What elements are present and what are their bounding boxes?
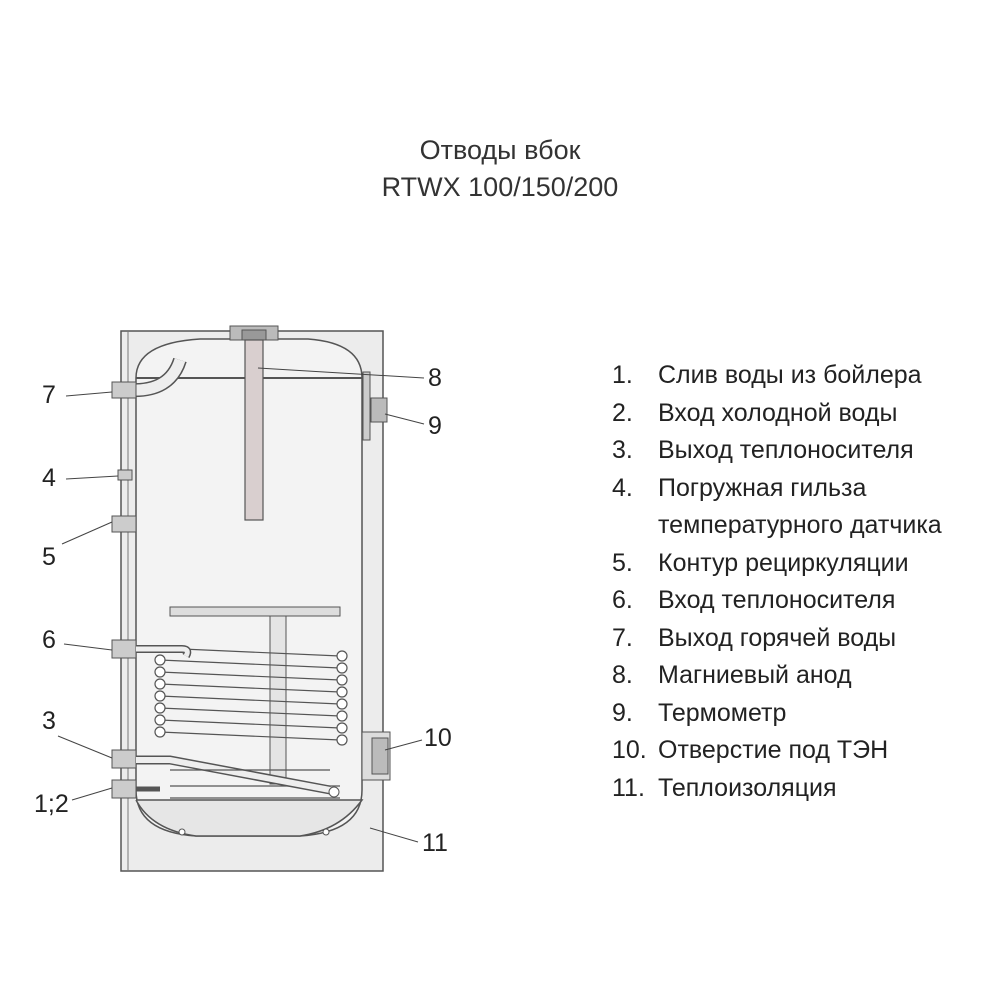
legend-label: Отверстие под ТЭН	[658, 732, 997, 770]
legend-label-line: Слив воды из бойлера	[658, 361, 922, 389]
legend-label: Вход теплоносителя	[658, 582, 997, 620]
legend-label-line: Выход теплоносителя	[658, 436, 914, 464]
legend-number: 8.	[612, 661, 633, 689]
coil-bottom-end	[328, 786, 340, 798]
thermometer-body	[370, 397, 388, 423]
title-line-1: Отводы вбок	[419, 135, 581, 165]
top-cap-inner	[241, 329, 267, 341]
diagram-title: Отводы вбок RTWX 100/150/200	[0, 132, 1000, 206]
legend-label: Слив воды из бойлера	[658, 357, 997, 395]
legend-item: 6. Вход теплоносителя	[612, 582, 997, 620]
lower-dome	[135, 799, 364, 837]
legend: 1. Слив воды из бойлера 2. Вход холодной во…	[612, 357, 997, 807]
legend-number: 10.	[612, 736, 647, 764]
legend-label-line: Погружная гильза	[658, 473, 867, 502]
legend-label-line: Контур рециркуляции	[658, 548, 909, 577]
legend-item: 8. Магниевый анод	[612, 657, 997, 695]
title-line-2: RTWX 100/150/200	[381, 172, 619, 202]
legend-label-line: Выход горячей воды	[658, 623, 897, 652]
fitting-4	[117, 469, 133, 481]
legend-item: 4. Погружная гильза температурного датчика	[612, 470, 997, 545]
callout-8: 8	[428, 364, 442, 392]
legend-label-line: Термометр	[658, 698, 787, 727]
legend-label: Выход горячей воды	[658, 620, 997, 658]
coil-ends-right	[336, 650, 348, 746]
bottom-port-left	[178, 828, 186, 836]
legend-number: 4.	[612, 473, 633, 502]
legend-item: 3. Выход теплоносителя	[612, 432, 997, 470]
legend-number: 6.	[612, 586, 633, 614]
coil-top-plate	[169, 606, 341, 617]
legend-item: 9. Термометр	[612, 695, 997, 733]
coil-center-tube	[269, 615, 287, 785]
legend-number: 9.	[612, 698, 633, 727]
legend-label-line: Отверстие под ТЭН	[658, 736, 889, 764]
fitting-7	[111, 381, 137, 399]
legend-label-line: Вход теплоносителя	[658, 586, 896, 614]
legend-label: Магниевый анод	[658, 657, 997, 695]
legend-label: Теплоизоляция	[658, 770, 997, 808]
coil-ends-left	[154, 654, 166, 738]
legend-number: 1.	[612, 361, 633, 389]
legend-label-line: температурного датчика	[658, 511, 942, 539]
fitting-3	[111, 749, 137, 769]
legend-number: 7.	[612, 623, 633, 652]
callout-9: 9	[428, 412, 442, 440]
callout-3: 3	[42, 707, 56, 735]
legend-label: Выход теплоносителя	[658, 432, 997, 470]
legend-number: 3.	[612, 436, 633, 464]
hot-water-outlet-pipe-fill	[129, 358, 186, 396]
heater-opening-inner	[371, 737, 389, 775]
legend-label: Погружная гильза температурного датчика	[658, 470, 997, 545]
legend-label: Вход холодной воды	[658, 395, 997, 433]
thermometer-sleeve	[362, 371, 371, 441]
legend-item: 5. Контур рециркуляции	[612, 545, 997, 583]
legend-item: 2. Вход холодной воды	[612, 395, 997, 433]
callout-7: 7	[42, 381, 56, 409]
legend-item: 1. Слив воды из бойлера	[612, 357, 997, 395]
fitting-5	[111, 515, 137, 533]
legend-label-line: Магниевый анод	[658, 661, 852, 689]
legend-number: 2.	[612, 398, 633, 427]
magnesium-anode	[244, 339, 264, 521]
coil-outlet-pipe-fill	[136, 757, 331, 793]
fitting-6	[111, 639, 137, 659]
callout-10: 10	[424, 724, 452, 752]
legend-number: 11.	[612, 773, 645, 802]
legend-number: 5.	[612, 548, 633, 577]
callout-1-2: 1;2	[34, 790, 69, 818]
legend-label-line: Теплоизоляция	[658, 773, 837, 802]
coil-inlet-pipe-fill	[136, 646, 190, 658]
inner-tank	[135, 338, 363, 837]
callout-5: 5	[42, 543, 56, 571]
legend-item: 11. Теплоизоляция	[612, 770, 997, 808]
legend-label-line: Вход холодной воды	[658, 398, 898, 427]
callout-11: 11	[422, 829, 448, 857]
legend-item: 10. Отверстие под ТЭН	[612, 732, 997, 770]
fitting-12	[111, 779, 137, 799]
leader-lines	[57, 367, 425, 843]
legend-item: 7. Выход горячей воды	[612, 620, 997, 658]
callout-6: 6	[42, 626, 56, 654]
callout-4: 4	[42, 464, 56, 492]
legend-label: Термометр	[658, 695, 997, 733]
bottom-port-right	[322, 828, 330, 836]
legend-label: Контур рециркуляции	[658, 545, 997, 583]
